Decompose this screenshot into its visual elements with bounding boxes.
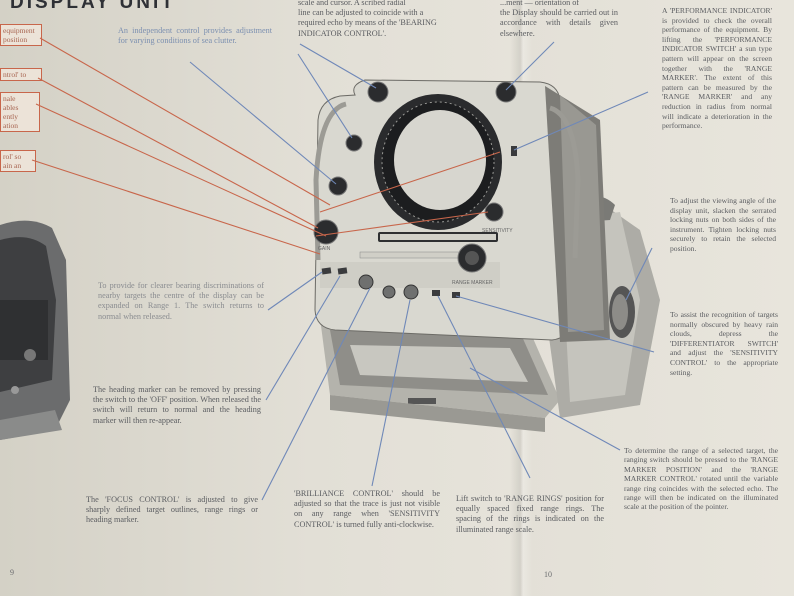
red-callout-line: equipment — [3, 26, 35, 35]
performance-indicator-text: A 'PERFORMANCE INDICATOR' is provided to… — [662, 6, 772, 131]
recognition-text: To assist the recognition of targets nor… — [670, 310, 778, 377]
viewing-angle-text: To adjust the viewing angle of the displ… — [670, 196, 776, 253]
red-callout-box-1: equipment position — [0, 24, 42, 46]
text-line: scale and cursor. A scribed radial — [298, 0, 406, 7]
section-heading: DISPLAY UNIT — [10, 0, 176, 13]
red-callout-box-3: nale ables ently ation — [0, 92, 40, 132]
sensitivity-label: SENSITIVITY — [482, 228, 513, 234]
text-line: the Display should be carried out in acc… — [500, 8, 618, 38]
orientation-text: ...ment — orientation of the Display sho… — [500, 0, 618, 39]
bearing-text-top: scale and cursor. A scribed radial line … — [298, 0, 478, 39]
red-callout-box-2: ntrol' to — [0, 68, 42, 81]
red-callout-line: ently — [3, 112, 18, 121]
red-callout-line: nale — [3, 94, 16, 103]
red-callout-line: ntrol' to — [3, 70, 27, 79]
expand-centre-text: To provide for clearer bearing discrimin… — [98, 281, 264, 321]
blue-leader-lines — [189, 41, 655, 501]
red-callout-line: ables — [3, 103, 19, 112]
page-number-left: 9 — [10, 568, 14, 577]
range-marker-label: RANGE MARKER — [452, 280, 493, 286]
target-range-text: To determine the range of a selected tar… — [624, 446, 778, 512]
text-line: ...ment — orientation of — [500, 0, 580, 7]
red-callout-line: ain an — [3, 161, 22, 170]
page-number-right: 10 — [544, 570, 552, 579]
text-line: line can be adjusted to coincide with a — [298, 8, 424, 18]
range-rings-text: Lift switch to 'RANGE RINGS' position fo… — [456, 494, 604, 534]
red-callout-line: rol' so — [3, 152, 22, 161]
red-callout-line: ation — [3, 121, 18, 130]
text-line: INDICATOR CONTROL'. — [298, 28, 387, 38]
red-callout-line: position — [3, 35, 28, 44]
text-line: required echo by means of the 'BEARING — [298, 18, 437, 28]
gain-label: GAIN — [318, 246, 331, 252]
red-leader-lines — [31, 37, 501, 255]
heading-marker-text: The heading marker can be removed by pre… — [93, 385, 261, 425]
brilliance-control-text: 'BRILLIANCE CONTROL' should be adjusted … — [294, 489, 440, 529]
side-unit-illustration — [0, 220, 70, 440]
sea-clutter-text: An independent control provides adjustme… — [118, 26, 272, 46]
focus-control-text: The 'FOCUS CONTROL' is adjusted to give … — [86, 495, 258, 525]
display-unit-body: GAIN SENSITIVITY RANGE MARKER — [313, 79, 610, 342]
